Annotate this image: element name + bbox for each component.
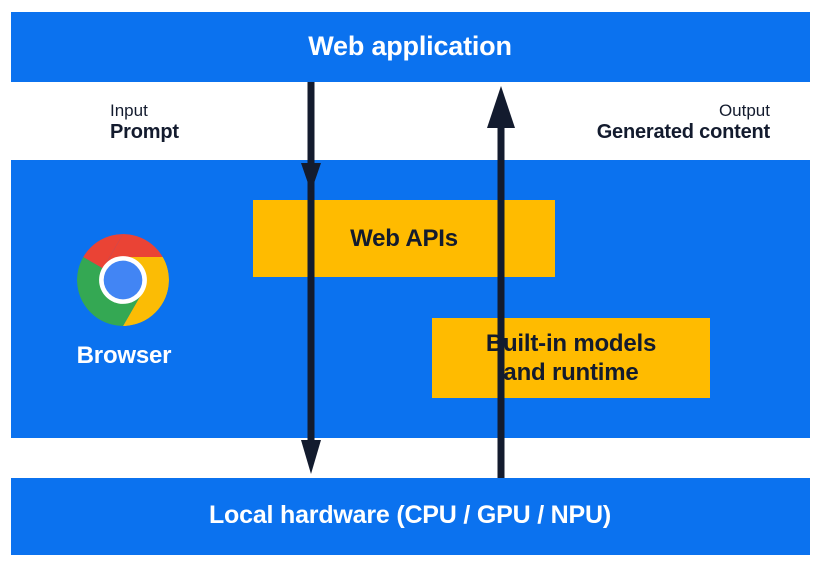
browser-caption-label: Browser (76, 342, 172, 369)
layer-web-application (11, 12, 810, 82)
flow-label-output: Output Generated content (596, 101, 771, 145)
web-application-label: Web application (308, 31, 512, 61)
flow-input-value: Prompt (110, 121, 179, 144)
arrow-down-icon (301, 82, 321, 474)
component-built-in-models-line1: Built-in models (485, 329, 657, 357)
component-built-in-models-line2: and runtime (503, 359, 639, 386)
component-built-in-models-label: Built-in models and runtime (485, 329, 657, 388)
component-web-apis[interactable]: Web APIs (253, 200, 555, 277)
chrome-logo-icon (77, 234, 169, 326)
component-built-in-models[interactable]: Built-in models and runtime (432, 318, 710, 398)
local-hardware-label: Local hardware (CPU / GPU / NPU) (208, 501, 611, 529)
flow-label-input: Input Prompt (110, 101, 179, 145)
flow-input-kicker: Input (110, 101, 148, 120)
component-web-apis-label: Web APIs (350, 224, 458, 252)
flow-output-value: Generated content (596, 121, 771, 144)
flow-output-kicker: Output (718, 101, 770, 120)
arrow-up-icon (487, 86, 515, 478)
layer-local-hardware (11, 478, 810, 555)
